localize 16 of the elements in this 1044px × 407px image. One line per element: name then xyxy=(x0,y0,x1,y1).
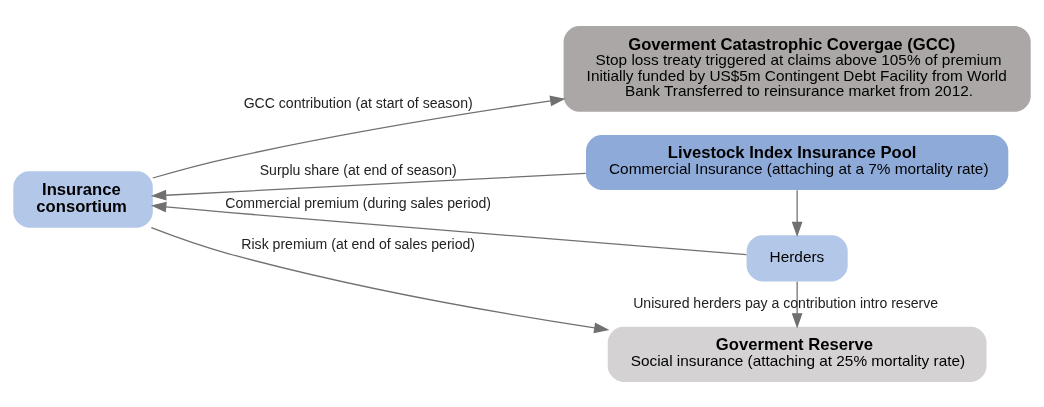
node-box: Insurance consortium xyxy=(13,170,153,228)
edge-label: Unisured herders pay a contribution intro reserve xyxy=(633,294,939,311)
node-box: Goverment Catastrophic Covergae (GCC) Stop loss treaty triggered at claims above 105% of premium Initially funded by US$5m Contingent Debt Facility from World Bank Transferred to reinsurance market from 2012. xyxy=(563,25,1031,112)
edge-label: GCC contribution (at start of season) xyxy=(243,94,473,111)
arrow xyxy=(150,172,587,201)
node-box: Goverment Reserve Social insurance (attaching at 25% mortality rate) xyxy=(607,326,987,382)
node-box: Herders xyxy=(746,234,848,281)
node-box: Livestock Index Insurance Pool Commercial Insurance (attaching at a 7% mortality rate) xyxy=(586,134,1009,190)
edge-label: Commercial premium (during sales period) xyxy=(225,194,492,211)
edge-label: Risk premium (at end of sales period) xyxy=(241,235,476,252)
arrow xyxy=(791,189,803,237)
arrow xyxy=(151,201,748,255)
arrow xyxy=(150,226,610,333)
arrow xyxy=(791,280,803,329)
arrow xyxy=(152,95,566,179)
edge-label: Surplu share (at end of season) xyxy=(259,161,457,178)
